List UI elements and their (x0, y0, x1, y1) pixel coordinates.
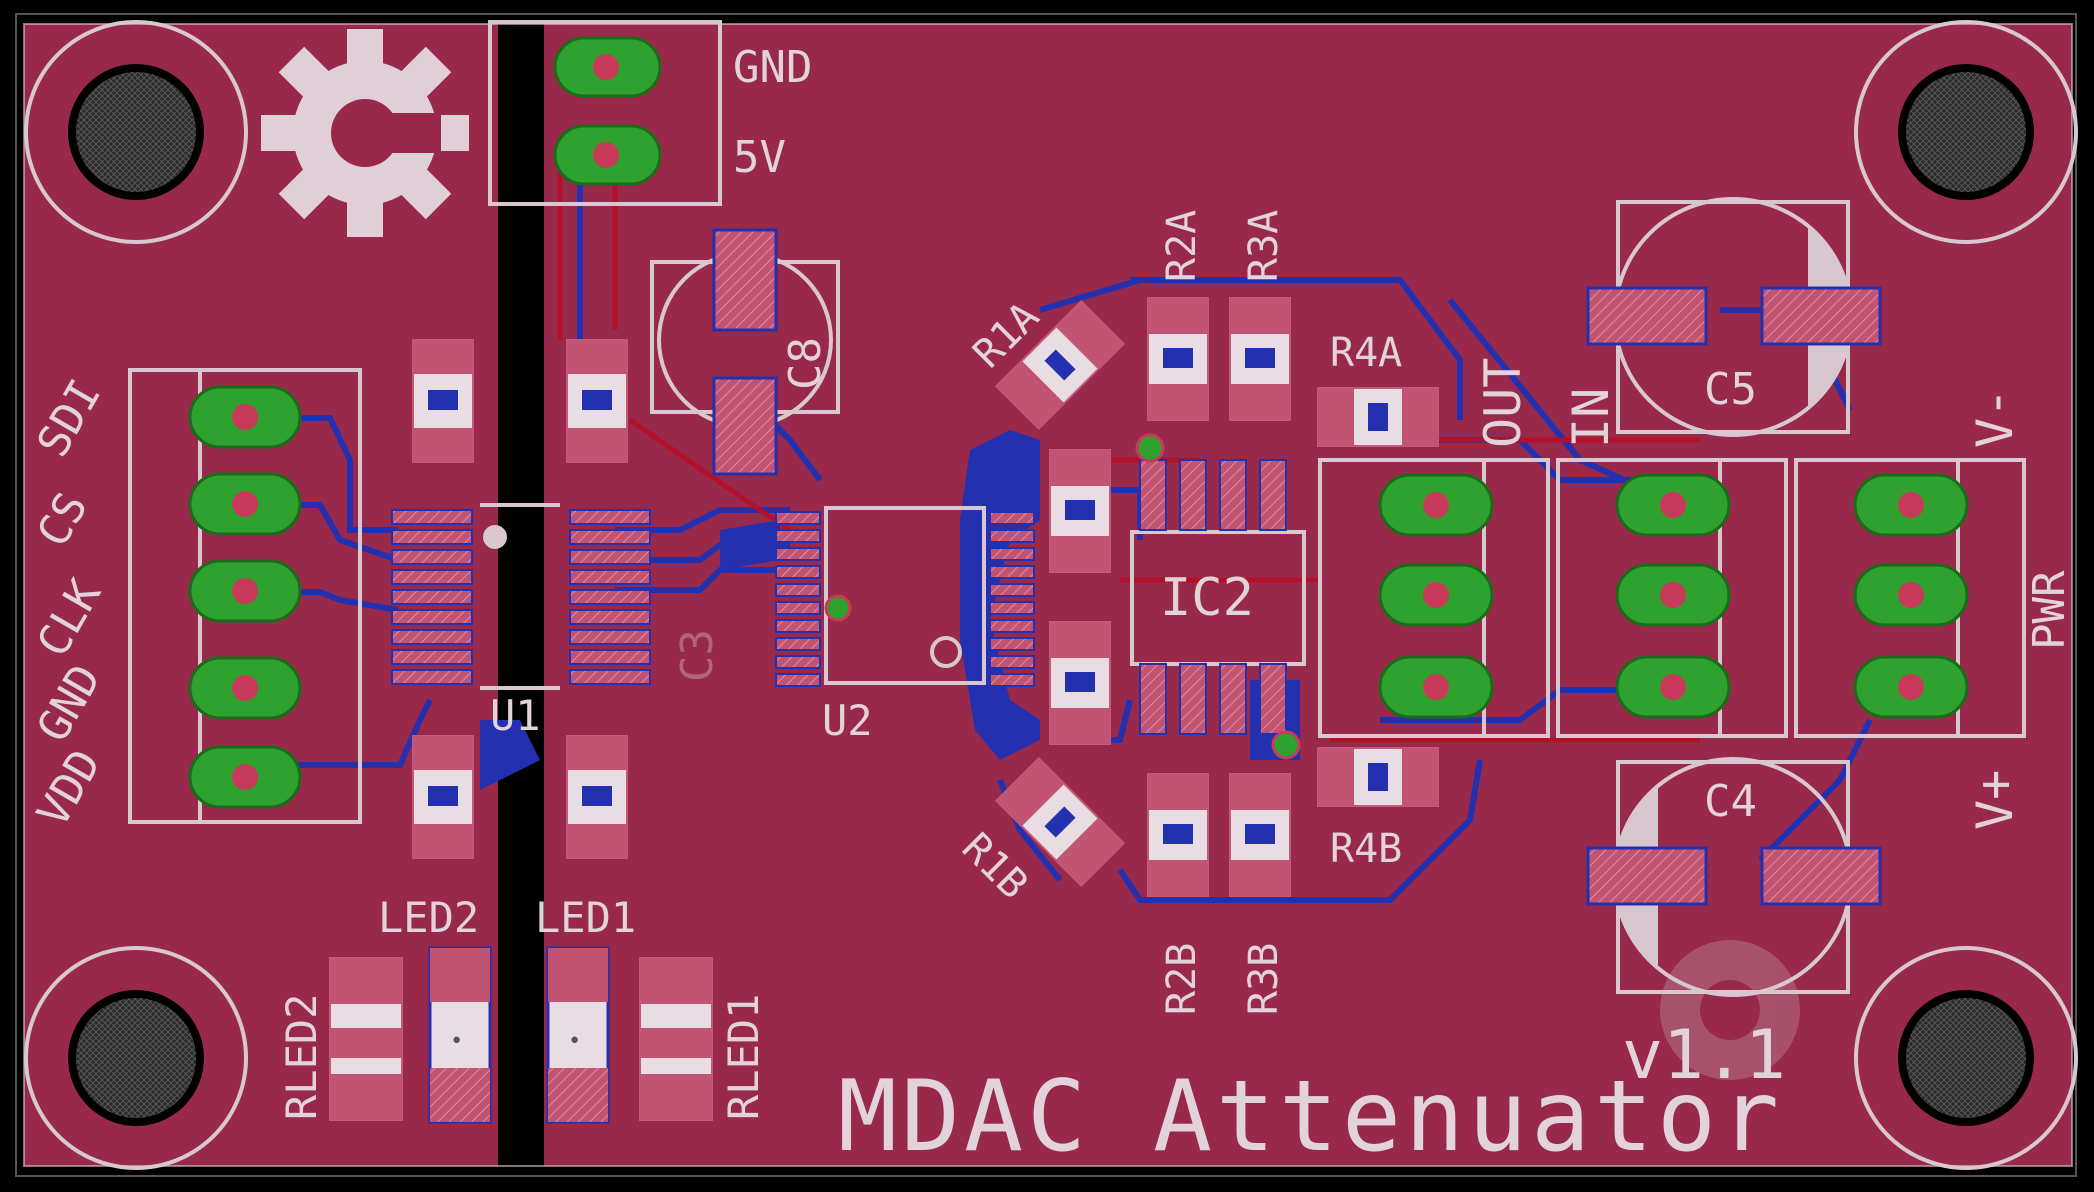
r2a-r3a-resistors (1147, 297, 1291, 421)
r4a-resistor (1317, 387, 1439, 447)
label-r4a: R4A (1330, 330, 1402, 376)
r1a-resistor (994, 299, 1126, 431)
ic2-side-resistors (1049, 449, 1111, 745)
copper-pour-right (544, 24, 2072, 1166)
label-in: IN (1562, 388, 1620, 448)
label-r2b: R2B (1159, 943, 1205, 1015)
c5-capacitor (1586, 197, 1882, 437)
led-components: • • (329, 946, 713, 1124)
label-pwr: PWR (2024, 570, 2075, 650)
label-version: v1.1 (1622, 1016, 1786, 1095)
svg-text:•: • (568, 1029, 581, 1054)
label-u2: U2 (822, 696, 873, 745)
label-gnd: GND (733, 42, 812, 93)
c8-capacitor (712, 228, 778, 476)
label-c5: C5 (1704, 364, 1757, 415)
gear-icon (261, 29, 469, 237)
u1-chip (391, 503, 651, 690)
label-r3b: R3B (1241, 943, 1287, 1015)
r4b-resistor (1317, 747, 1439, 807)
label-v-minus: V- (1966, 388, 2024, 448)
board-title: MDAC Attenuator (838, 1060, 1783, 1174)
power-header (553, 36, 662, 186)
label-c4: C4 (1704, 776, 1757, 827)
label-r2a: R2A (1159, 210, 1205, 282)
label-v-plus: V+ (1966, 770, 2024, 830)
ic2-chip (1130, 433, 1306, 760)
label-rled1: RLED1 (719, 994, 768, 1120)
label-out: OUT (1474, 358, 1532, 448)
label-rled2: RLED2 (277, 994, 326, 1120)
label-led2: LED2 (378, 893, 479, 942)
label-led1: LED1 (535, 893, 636, 942)
label-r4b: R4B (1330, 826, 1402, 872)
r1b-resistor (994, 756, 1126, 888)
svg-text:•: • (450, 1029, 463, 1054)
label-5v: 5V (733, 132, 786, 183)
terminal-pads (1378, 473, 1969, 719)
label-c8: C8 (780, 337, 831, 390)
smd-resistors-left (412, 339, 628, 859)
label-r3a: R3A (1241, 210, 1287, 282)
label-u1: U1 (490, 691, 541, 740)
r2b-r3b-resistors (1147, 773, 1291, 897)
label-c3: C3 (672, 629, 723, 682)
mounting-hole-icon (24, 20, 2078, 1170)
spi-header (188, 385, 302, 809)
label-ic2: IC2 (1160, 568, 1254, 628)
u2-chip (775, 506, 1035, 687)
c4-capacitor (1586, 757, 1882, 997)
